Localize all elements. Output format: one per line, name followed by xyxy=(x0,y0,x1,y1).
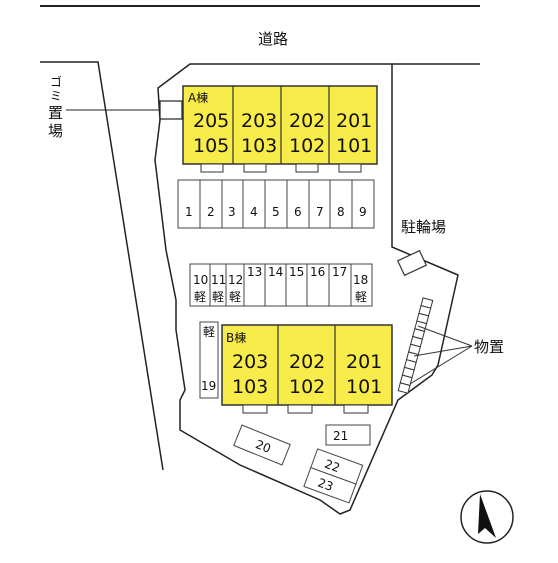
garbage-char-3: 置 xyxy=(48,104,63,122)
storage-leader-line xyxy=(409,345,473,385)
parking-6: 6 xyxy=(294,205,302,219)
parking-9: 9 xyxy=(359,205,367,219)
parking-row-2-outline xyxy=(189,263,373,307)
storage-cell xyxy=(397,382,411,394)
parking-row-1: 1 2 3 4 5 6 7 8 9 xyxy=(177,179,375,229)
north-arrow-icon xyxy=(460,490,514,544)
parking-10-kei: 軽 xyxy=(194,290,206,304)
entrance-step xyxy=(343,404,369,414)
entrance-step xyxy=(243,163,267,173)
parking-23 xyxy=(303,467,357,504)
building-b: B棟 203 202 201 103 102 101 xyxy=(221,324,393,414)
entrance-step xyxy=(295,163,319,173)
parking-21 xyxy=(325,424,371,446)
parking-14: 14 xyxy=(268,265,283,279)
unit-b-102: 102 xyxy=(289,376,325,398)
parking-12: 12 xyxy=(228,273,243,287)
unit-b-101: 101 xyxy=(346,376,382,398)
site-boundary xyxy=(154,63,459,515)
building-b-outline xyxy=(221,324,393,406)
parking-11-kei: 軽 xyxy=(212,290,224,304)
storage-units xyxy=(397,297,434,394)
parking-11: 11 xyxy=(211,273,226,287)
parking-12-kei: 軽 xyxy=(229,290,241,304)
building-a-outline xyxy=(182,85,378,165)
parking-row-2: 10 軽 11 軽 12 軽 13 14 15 16 17 18 軽 xyxy=(189,263,373,307)
parking-18-kei: 軽 xyxy=(355,290,367,304)
unit-b-201: 201 xyxy=(346,351,382,373)
parking-10: 10 xyxy=(193,273,208,287)
garbage-char-2: ミ xyxy=(50,89,62,103)
road-label: 道路 xyxy=(258,30,288,48)
parking-19: 軽 19 xyxy=(199,321,219,399)
storage-label: 物置 xyxy=(474,338,504,356)
parking-5: 5 xyxy=(272,205,280,219)
unit-b-202: 202 xyxy=(289,351,325,373)
compass-needle xyxy=(478,494,496,538)
entrance-step xyxy=(338,163,362,173)
entrance-step xyxy=(242,404,268,414)
building-a-name: A棟 xyxy=(188,90,208,105)
parking-20: 20 xyxy=(233,424,291,466)
parking-3: 3 xyxy=(228,205,236,219)
parking-2: 2 xyxy=(207,205,215,219)
garbage-char-1: ゴ xyxy=(50,74,62,89)
parking-22-number: 22 xyxy=(323,457,342,475)
unit-b-203: 203 xyxy=(232,351,268,373)
garbage-char-4: 場 xyxy=(48,122,63,140)
parking-7: 7 xyxy=(316,205,324,219)
parking-16: 16 xyxy=(310,265,325,279)
parking-23-number: 23 xyxy=(316,476,335,494)
parking-13: 13 xyxy=(247,265,262,279)
parking-17: 17 xyxy=(332,265,347,279)
unit-a-102: 102 xyxy=(289,135,325,157)
unit-a-105: 105 xyxy=(193,135,229,157)
storage-leader-line xyxy=(417,325,473,347)
unit-a-205: 205 xyxy=(193,110,229,132)
parking-19-number: 19 xyxy=(201,379,216,393)
parking-18: 18 xyxy=(353,273,368,287)
unit-b-103: 103 xyxy=(232,376,268,398)
parking-15: 15 xyxy=(289,265,304,279)
entrance-step xyxy=(200,163,224,173)
storage-leader-line xyxy=(413,345,473,357)
unit-a-203: 203 xyxy=(241,110,277,132)
parking-19-kei: 軽 xyxy=(203,325,215,339)
parking-20-number: 20 xyxy=(253,437,272,456)
left-boundary-line xyxy=(40,61,164,471)
parking-20-outline xyxy=(233,424,291,466)
unit-a-101: 101 xyxy=(336,135,372,157)
garbage-box xyxy=(159,100,183,120)
bicycle-parking-label: 駐輪場 xyxy=(401,218,446,236)
unit-a-103: 103 xyxy=(241,135,277,157)
bicycle-parking-area xyxy=(396,249,428,277)
parking-22-23: 22 23 xyxy=(303,448,364,504)
building-b-name: B棟 xyxy=(226,330,246,345)
entrance-step xyxy=(287,404,313,414)
parking-1: 1 xyxy=(185,205,193,219)
parking-8: 8 xyxy=(337,205,345,219)
parking-4: 4 xyxy=(250,205,258,219)
parking-21-number: 21 xyxy=(333,429,348,443)
unit-a-202: 202 xyxy=(289,110,325,132)
parking-19-outline xyxy=(199,321,219,399)
unit-a-201: 201 xyxy=(336,110,372,132)
parking-row-1-outline xyxy=(177,179,375,229)
building-a: A棟 205 203 202 201 105 103 102 101 xyxy=(182,85,378,173)
